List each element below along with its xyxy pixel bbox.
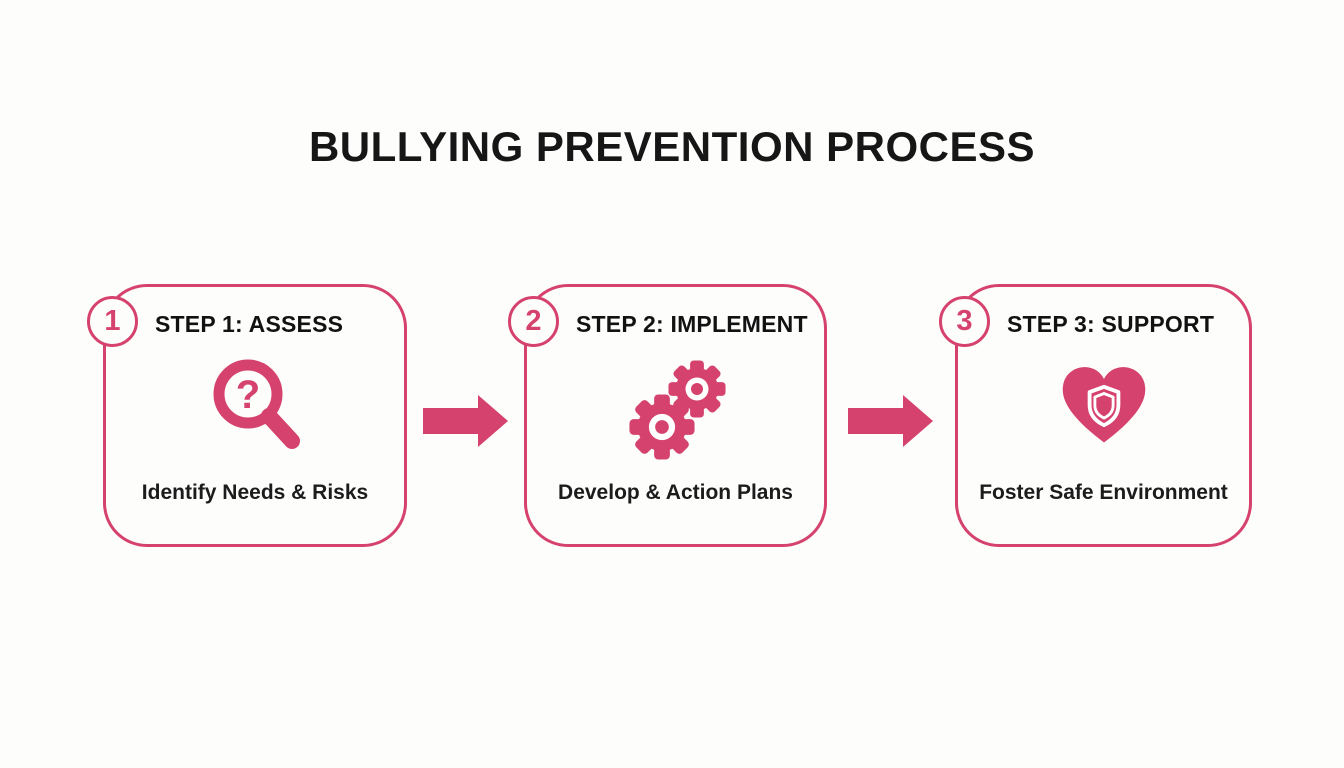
step-number-badge: 1 bbox=[87, 296, 138, 347]
step-card-support: 3 STEP 3: SUPPORT Foster Safe Environmen… bbox=[939, 284, 1252, 547]
step-card-implement: 2 STEP 2: IMPLEMENT bbox=[508, 284, 827, 547]
arrow-right-icon bbox=[848, 395, 933, 447]
page-title: BULLYING PREVENTION PROCESS bbox=[308, 123, 1036, 170]
heart-shield-icon bbox=[958, 363, 1249, 449]
step-heading: STEP 2: IMPLEMENT bbox=[576, 311, 808, 337]
question-mark-glyph: ? bbox=[236, 373, 260, 417]
gears-icon bbox=[527, 349, 824, 461]
step-heading: STEP 3: SUPPORT bbox=[1007, 311, 1215, 337]
step-number-badge: 2 bbox=[508, 296, 559, 347]
step-card-assess: 1 STEP 1: ASSESS ? Identify Needs & Risk… bbox=[87, 284, 407, 547]
step-number-badge: 3 bbox=[939, 296, 990, 347]
magnifier-question-icon: ? bbox=[106, 357, 404, 459]
step-heading: STEP 1: ASSESS bbox=[155, 311, 344, 337]
step-caption: Identify Needs & Risks bbox=[141, 481, 369, 504]
step-caption: Develop & Action Plans bbox=[558, 481, 793, 504]
step-caption: Foster Safe Environment bbox=[979, 481, 1228, 504]
arrow-right-icon bbox=[423, 395, 508, 447]
